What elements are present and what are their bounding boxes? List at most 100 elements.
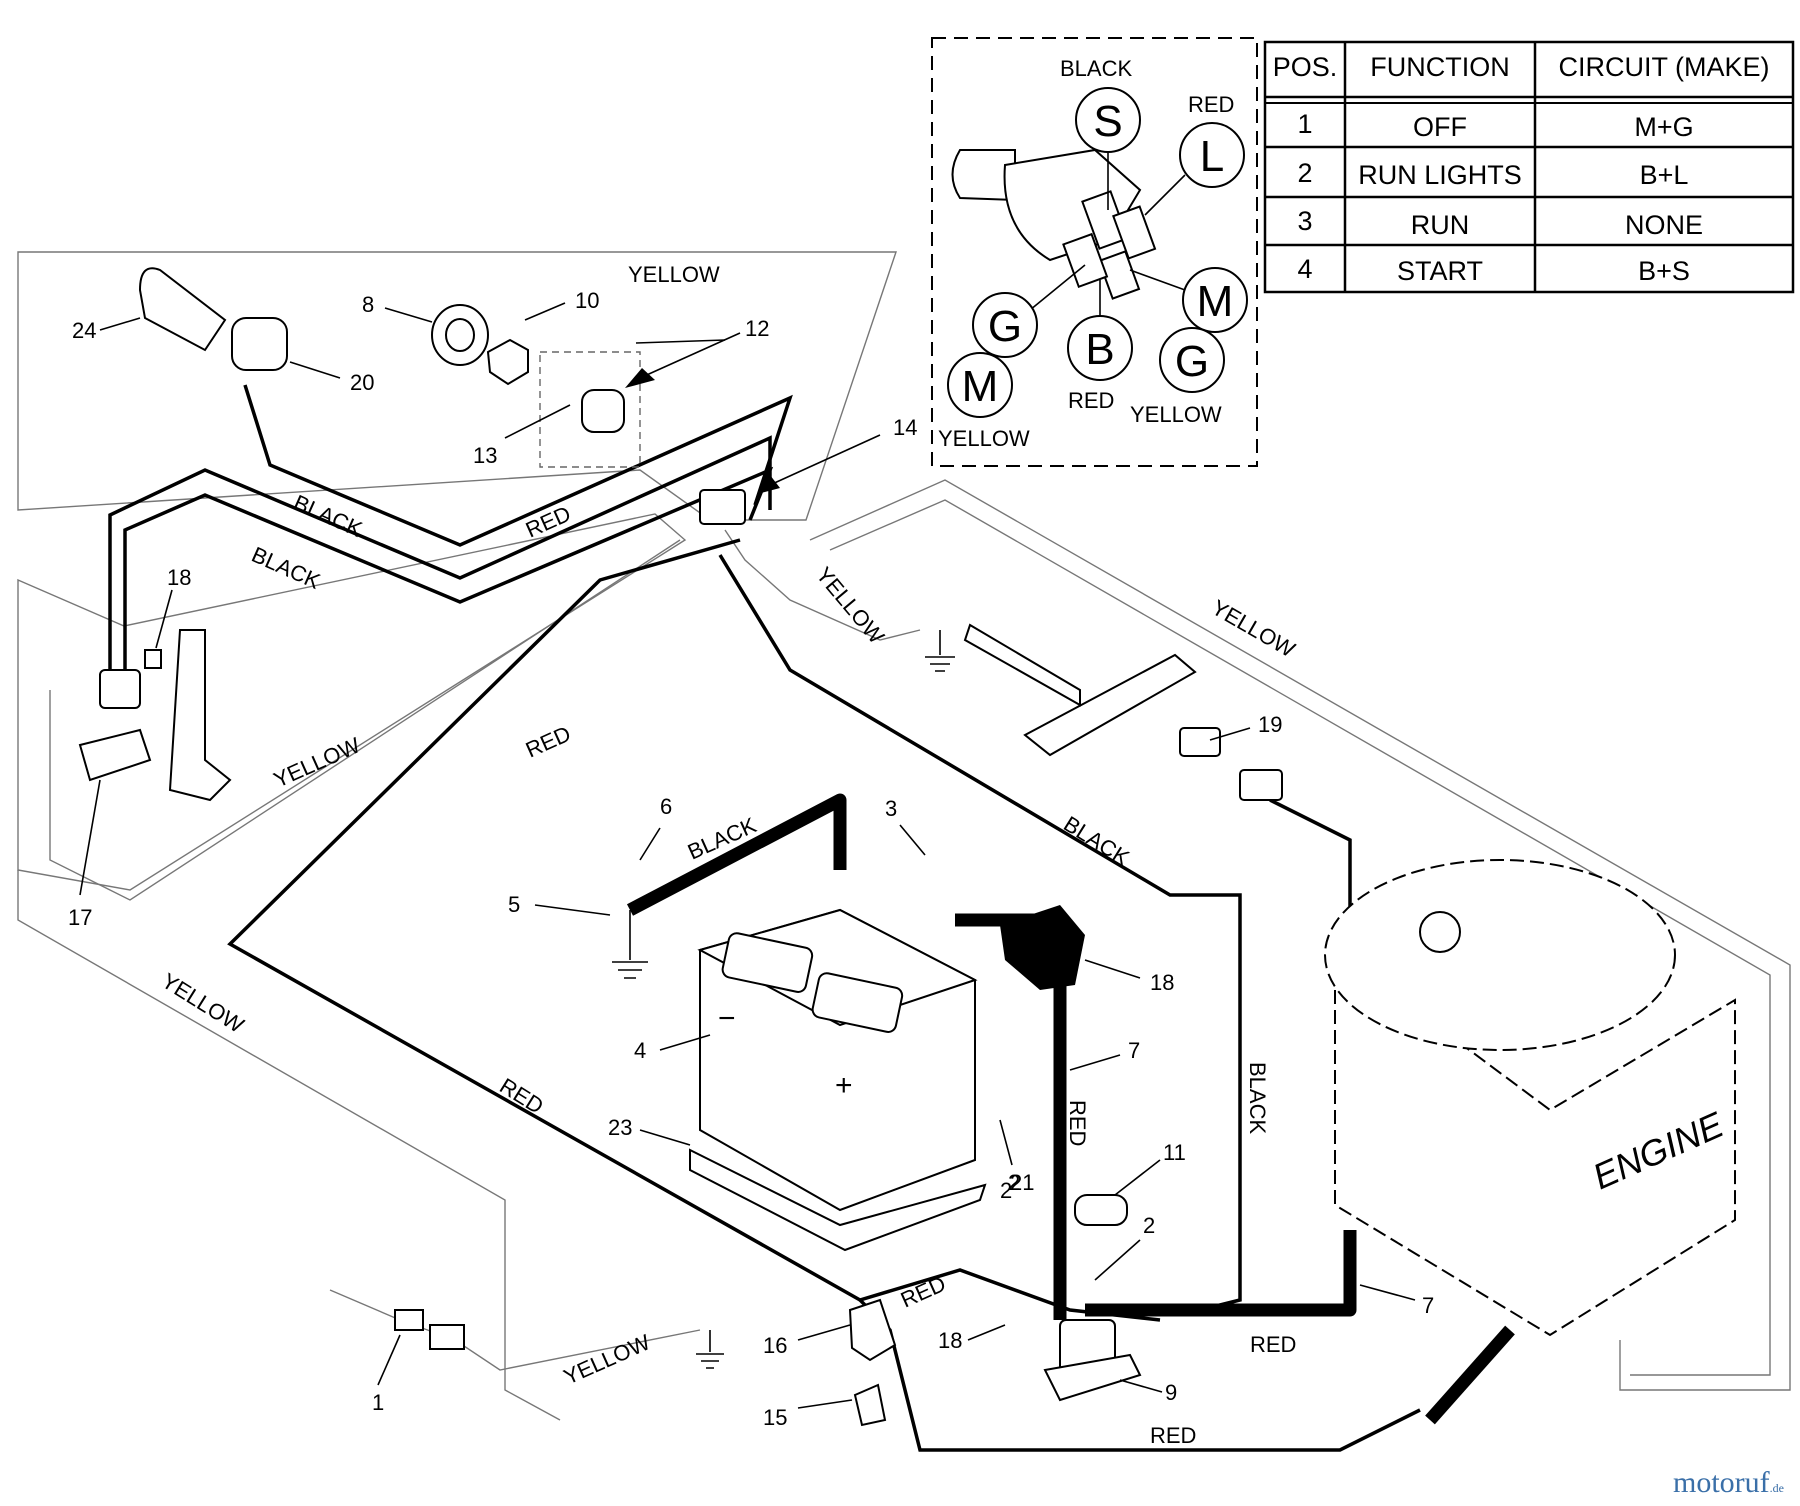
wire-label-red-main: RED bbox=[522, 721, 575, 763]
watermark-logo: motoruf.de bbox=[1673, 1466, 1784, 1499]
lead-l bbox=[1144, 174, 1186, 216]
ignition-switch-small bbox=[581, 389, 625, 433]
svg-text:B+L: B+L bbox=[1640, 160, 1689, 190]
wire-label-black-vertical: BLACK bbox=[1245, 1062, 1270, 1134]
svg-text:2: 2 bbox=[1000, 1178, 1012, 1203]
svg-text:6: 6 bbox=[660, 794, 672, 819]
fuse bbox=[853, 1383, 887, 1427]
table-row: 2 RUN LIGHTS B+L bbox=[1297, 158, 1688, 190]
parts bbox=[78, 267, 1736, 1427]
callout-7-lower: 7 bbox=[1359, 1284, 1434, 1318]
callout-20: 20 bbox=[289, 361, 374, 395]
callout-13: 13 bbox=[473, 404, 571, 468]
wire-label-red-solenoid: RED bbox=[1250, 1332, 1296, 1357]
callout-24-2: 221 bbox=[999, 1119, 1034, 1195]
svg-text:17: 17 bbox=[68, 905, 92, 930]
svg-text:M: M bbox=[962, 362, 999, 411]
svg-text:M+G: M+G bbox=[1634, 112, 1693, 142]
svg-text:12: 12 bbox=[745, 316, 769, 341]
svg-text:S: S bbox=[1093, 97, 1122, 146]
yellow-ground-wire-right bbox=[724, 529, 921, 641]
ground-symbol-frame bbox=[925, 630, 955, 672]
table-header-function: FUNCTION bbox=[1370, 52, 1509, 82]
wire-label-yellow-left: YELLOW bbox=[270, 732, 364, 792]
svg-text:3: 3 bbox=[885, 796, 897, 821]
terminal-l: L RED bbox=[1179, 92, 1245, 188]
wire-label-yellow-dash: YELLOW bbox=[628, 262, 720, 287]
callout-14: 14 bbox=[757, 415, 917, 494]
svg-text:G: G bbox=[1175, 337, 1209, 386]
callout-19: 19 bbox=[1209, 712, 1282, 741]
callout-16: 16 bbox=[763, 1324, 851, 1358]
battery-top bbox=[697, 908, 978, 1027]
svg-text:4: 4 bbox=[634, 1038, 646, 1063]
switch-detail-frame bbox=[931, 37, 1258, 467]
table-row: 4 START B+S bbox=[1297, 254, 1689, 286]
callout-15: 15 bbox=[763, 1399, 853, 1430]
terminal-m-right: M bbox=[1182, 267, 1248, 333]
callout-2-lower: 2 bbox=[1000, 1178, 1012, 1203]
svg-text:L: L bbox=[1200, 132, 1224, 181]
callout-18-lower: 18 bbox=[938, 1324, 1006, 1353]
switch-detail-box bbox=[539, 351, 641, 468]
svg-text:19: 19 bbox=[1258, 712, 1282, 737]
lead-g bbox=[1029, 264, 1086, 311]
svg-text:RED: RED bbox=[1068, 388, 1114, 413]
terminal-m-left: M bbox=[947, 352, 1013, 418]
switch-prong-l bbox=[1112, 205, 1157, 260]
callout-21: 24 bbox=[72, 317, 141, 343]
callout-10: 10 bbox=[524, 288, 599, 321]
callout-3: 3 bbox=[885, 796, 926, 856]
callout-23: 23 bbox=[608, 1115, 691, 1146]
svg-text:20: 20 bbox=[350, 370, 374, 395]
seat-switch bbox=[1179, 727, 1221, 757]
right-frame-outline bbox=[809, 479, 1791, 1391]
svg-text:7: 7 bbox=[1128, 1038, 1140, 1063]
battery-negative-mark: − bbox=[718, 1002, 736, 1035]
seat-switch-bracket bbox=[1023, 653, 1197, 757]
callout-22: 18 bbox=[1084, 959, 1174, 995]
svg-text:YELLOW: YELLOW bbox=[938, 426, 1030, 451]
callout-8: 8 bbox=[362, 292, 433, 323]
svg-text:G: G bbox=[988, 302, 1022, 351]
svg-text:15: 15 bbox=[763, 1405, 787, 1430]
callout-11: 11 bbox=[1114, 1140, 1186, 1196]
frame-outline bbox=[17, 870, 561, 1421]
part-callouts: 24 20 8 10 12 13 14 18 17 19 6 5 3 18 4 … bbox=[68, 288, 1434, 1430]
svg-text:RUN LIGHTS: RUN LIGHTS bbox=[1358, 160, 1522, 190]
terminal-b: B RED bbox=[1067, 315, 1133, 413]
svg-text:7: 7 bbox=[1422, 1293, 1434, 1318]
wire-label-red-fuse: RED bbox=[897, 1271, 950, 1313]
wire-label-yellow-frame: YELLOW bbox=[157, 968, 248, 1038]
right-frame-inner bbox=[829, 499, 1771, 1376]
light-socket bbox=[231, 317, 288, 371]
wire-label-red-bottom: RED bbox=[1150, 1423, 1196, 1448]
svg-text:YELLOW: YELLOW bbox=[1130, 402, 1222, 427]
terminal-g-left: G YELLOW bbox=[938, 292, 1038, 451]
svg-text:23: 23 bbox=[608, 1115, 632, 1140]
dash-connector bbox=[699, 489, 746, 525]
interlock-connector bbox=[99, 669, 141, 709]
svg-text:5: 5 bbox=[508, 892, 520, 917]
svg-text:RED: RED bbox=[1188, 92, 1234, 117]
svg-text:B: B bbox=[1085, 325, 1114, 374]
table-header-pos: POS. bbox=[1273, 52, 1338, 82]
light-bulb bbox=[138, 267, 227, 352]
wiring-harness bbox=[108, 384, 1515, 1452]
svg-text:2: 2 bbox=[1008, 1170, 1020, 1195]
callout-2: 2 bbox=[1094, 1213, 1155, 1281]
svg-text:4: 4 bbox=[1297, 254, 1312, 284]
switch-position-table: POS. FUNCTION CIRCUIT (MAKE) 1 OFF M+G 2… bbox=[1263, 40, 1795, 294]
interlock-switch bbox=[78, 728, 152, 782]
svg-text:24: 24 bbox=[72, 318, 96, 343]
ground-symbol-connector bbox=[696, 1330, 724, 1369]
callout-1: 1 bbox=[372, 1334, 401, 1415]
engine-cable bbox=[1085, 1230, 1357, 1317]
svg-text:RUN: RUN bbox=[1411, 210, 1470, 240]
svg-text:START: START bbox=[1397, 256, 1483, 286]
svg-text:14: 14 bbox=[893, 415, 917, 440]
bezel-inner bbox=[445, 318, 475, 352]
terminal-g-right: G YELLOW bbox=[1130, 327, 1225, 427]
wire-label-yellow-14: YELLOW bbox=[811, 562, 889, 648]
svg-text:13: 13 bbox=[473, 443, 497, 468]
